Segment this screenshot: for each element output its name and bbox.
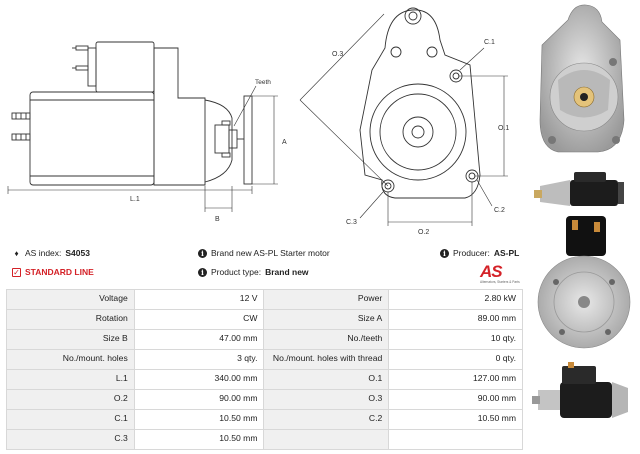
product-type-row: i Product type: Brand new	[198, 267, 309, 277]
label-l1: L.1	[130, 196, 140, 203]
solenoid-outline	[95, 41, 155, 93]
spec-label	[263, 429, 390, 450]
spec-label: C.3	[6, 429, 135, 450]
drive-housing-outline	[153, 47, 206, 186]
table-row: No./mount. holes 3 qty. No./mount. holes…	[6, 349, 523, 370]
table-row: C.1 10.50 mm C.2 10.50 mm	[6, 409, 523, 430]
product-photo-side-2[interactable]	[530, 360, 635, 440]
spec-value: CW	[133, 309, 265, 330]
label-a: A	[282, 139, 287, 146]
spec-value: 10.50 mm	[133, 429, 265, 450]
brand-text: Brand new AS-PL Starter motor	[211, 248, 330, 258]
label-c3: C.3	[346, 219, 357, 226]
logo-text: AS	[480, 262, 503, 281]
product-type-label: Product type:	[211, 267, 262, 277]
table-row: O.2 90.00 mm O.3 90.00 mm	[6, 389, 523, 410]
spec-value: 90.00 mm	[388, 389, 523, 410]
standard-line-row: ✓ STANDARD LINE	[12, 267, 94, 277]
spec-value: 10.50 mm	[133, 409, 265, 430]
label-o2: O.2	[418, 229, 429, 236]
product-type-value: Brand new	[265, 267, 309, 277]
spec-value: 47.00 mm	[133, 329, 265, 350]
product-photo-rear[interactable]	[532, 212, 637, 362]
table-row: Voltage 12 V Power 2.80 kW	[6, 289, 523, 310]
info-icon: i	[198, 267, 207, 277]
spec-label: Rotation	[6, 309, 135, 330]
product-photo-side[interactable]	[530, 168, 630, 214]
motor-body-outline	[29, 91, 155, 186]
spec-label: No./mount. holes with thread	[263, 349, 390, 370]
table-row: Size B 47.00 mm No./teeth 10 qty.	[6, 329, 523, 350]
label-teeth: Teeth	[255, 79, 271, 86]
spec-label: O.2	[6, 389, 135, 410]
label-c1: C.1	[484, 39, 495, 46]
spec-label: Power	[263, 289, 390, 310]
spec-label: No./teeth	[263, 329, 390, 350]
table-row: Rotation CW Size A 89.00 mm	[6, 309, 523, 330]
as-index-label: AS index:	[25, 248, 62, 258]
spec-value: 127.00 mm	[388, 369, 523, 390]
table-row: C.3 10.50 mm	[6, 429, 523, 450]
as-index-value: S4053	[65, 248, 90, 258]
spec-label: O.1	[263, 369, 390, 390]
label-o1: O.1	[498, 125, 509, 132]
check-icon: ✓	[12, 267, 21, 277]
spec-value: 12 V	[133, 289, 265, 310]
producer-value: AS-PL	[493, 248, 520, 258]
spec-value: 340.00 mm	[133, 369, 265, 390]
info-icon: i	[440, 248, 449, 258]
spec-label: L.1	[6, 369, 135, 390]
specifications-table: Voltage 12 V Power 2.80 kW Rotation CW S…	[6, 289, 523, 450]
spec-label: O.3	[263, 389, 390, 410]
logo-tagline: Alternators, Starters & Parts	[480, 280, 520, 284]
label-b: B	[215, 216, 220, 223]
standard-line-label: STANDARD LINE	[25, 267, 94, 277]
info-icon: i	[198, 248, 207, 258]
spec-value: 90.00 mm	[133, 389, 265, 410]
spec-value: 10.50 mm	[388, 409, 523, 430]
spec-label: Voltage	[6, 289, 135, 310]
as-pl-logo: AS Alternators, Starters & Parts	[480, 262, 524, 286]
spec-value: 0 qty.	[388, 349, 523, 370]
spec-value: 10 qty.	[388, 329, 523, 350]
brand-row: i Brand new AS-PL Starter motor	[198, 248, 330, 258]
spec-value	[388, 429, 523, 450]
technical-drawing: L.1 B A Teeth O.3 O.1	[7, 7, 509, 236]
producer-row: i Producer: AS-PL	[440, 248, 519, 258]
table-row: L.1 340.00 mm O.1 127.00 mm	[6, 369, 523, 390]
as-index-row: ♦ AS index: S4053	[12, 248, 90, 258]
spec-label: C.1	[6, 409, 135, 430]
spec-label: Size A	[263, 309, 390, 330]
spec-label: Size B	[6, 329, 135, 350]
product-photo-front[interactable]	[528, 0, 638, 165]
spec-value: 89.00 mm	[388, 309, 523, 330]
spec-label: C.2	[263, 409, 390, 430]
producer-label: Producer:	[453, 248, 490, 258]
spec-value: 2.80 kW	[388, 289, 523, 310]
label-o3: O.3	[332, 51, 343, 58]
spec-value: 3 qty.	[133, 349, 265, 370]
label-c2: C.2	[494, 207, 505, 214]
spec-label: No./mount. holes	[6, 349, 135, 370]
tag-icon: ♦	[14, 248, 19, 258]
